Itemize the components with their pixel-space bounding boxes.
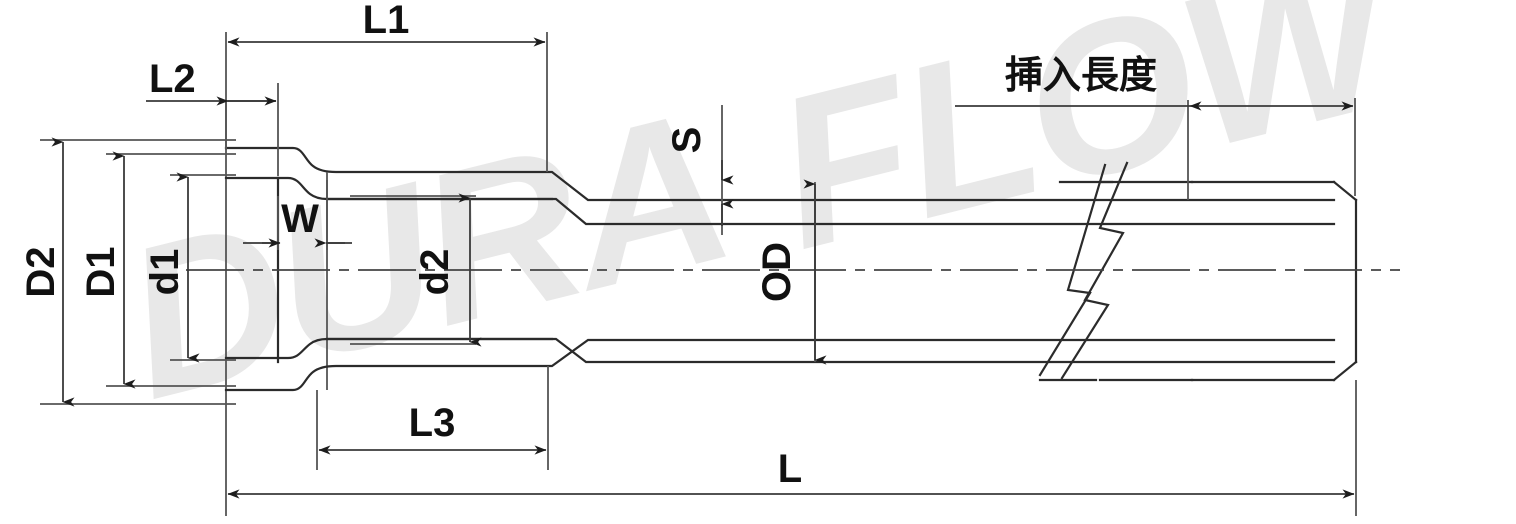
dimension-L2: L2 <box>146 57 277 106</box>
flange-outer-top-profile <box>224 146 1336 202</box>
dimension-L1: L1 <box>227 0 546 47</box>
dimension-S: S <box>665 127 734 226</box>
flange-outer-bottom-profile <box>224 338 1336 392</box>
flange-bead-top <box>276 176 554 201</box>
flange-bead-bottom <box>276 337 554 360</box>
dimension-W: W <box>243 197 352 248</box>
dim-label-L: L <box>778 447 802 491</box>
dim-label-d2: d2 <box>413 249 457 296</box>
dim-label-D2: D2 <box>19 246 63 297</box>
dim-label-W: W <box>281 197 319 241</box>
extension-lines <box>40 32 1357 516</box>
right-end-chamfer-top <box>1332 180 1358 202</box>
liner-inner-top-wall <box>325 197 1336 226</box>
pipe-geometry <box>186 146 1400 404</box>
dimension-d1: d1 <box>143 172 200 363</box>
dim-label-L1: L1 <box>363 0 410 42</box>
liner-inner-bottom-wall <box>325 337 1336 364</box>
dimension-d2: d2 <box>413 193 482 347</box>
watermark-word-flow: FLOW <box>753 0 1429 295</box>
break-line-right <box>1060 161 1129 380</box>
dim-label-L3: L3 <box>409 401 456 445</box>
dimension-L3: L3 <box>318 401 547 455</box>
dim-label-S: S <box>665 127 709 154</box>
right-end-chamfer-bottom <box>1332 360 1358 382</box>
dimension-D2: D2 <box>19 137 75 407</box>
dim-label-insertion-length: 挿入長度 <box>1005 53 1157 97</box>
dimension-L: L <box>227 447 1355 499</box>
dim-label-D1: D1 <box>79 246 123 297</box>
dim-label-d1: d1 <box>143 249 187 296</box>
break-line-left <box>1038 163 1107 377</box>
dim-label-L2: L2 <box>149 57 196 101</box>
dim-label-OD: OD <box>755 242 799 302</box>
dimension-D1: D1 <box>79 151 136 389</box>
dimension-OD: OD <box>755 179 827 365</box>
dimension-insertion-length: 挿入長度 <box>955 53 1354 111</box>
